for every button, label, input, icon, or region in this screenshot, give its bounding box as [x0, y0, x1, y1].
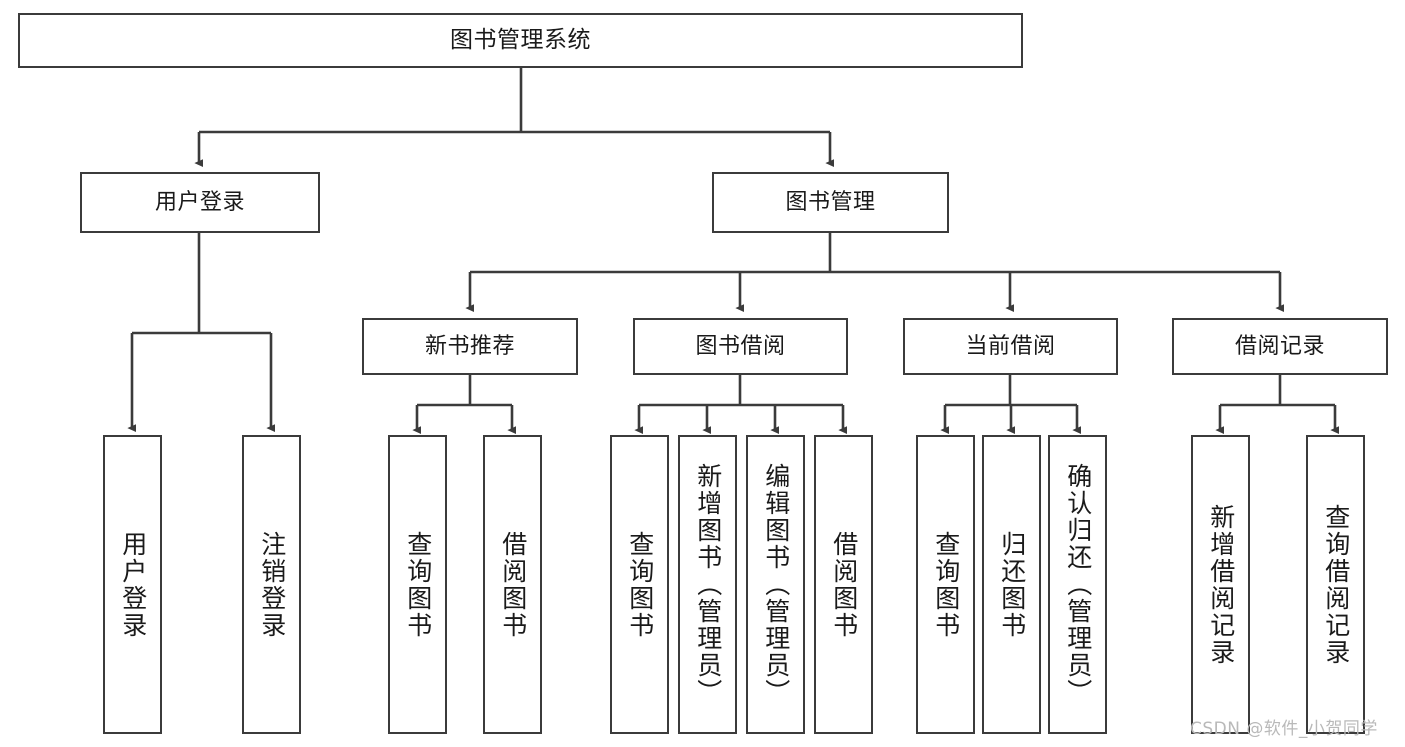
node-leaf-user-login[interactable]: 用户登录 — [103, 435, 162, 734]
node-label: 用户登录 — [118, 530, 148, 639]
node-label: 查询借阅记录 — [1321, 503, 1351, 666]
node-label: 新书推荐 — [424, 333, 515, 359]
node-borrow-record[interactable]: 借阅记录 — [1172, 318, 1388, 375]
node-leaf-query-book-borrow[interactable]: 查询图书 — [610, 435, 669, 734]
node-label: 借阅图书 — [829, 530, 859, 639]
node-leaf-add-book-admin[interactable]: 新增图书（管理员） — [678, 435, 737, 734]
csdn-watermark: CSDN @软件_小贺同学 — [1190, 719, 1378, 739]
node-leaf-query-borrow-record[interactable]: 查询借阅记录 — [1306, 435, 1365, 734]
node-label: 图书管理 — [785, 189, 876, 215]
node-label: 新增图书（管理员） — [693, 463, 723, 706]
node-label: 当前借阅 — [965, 333, 1056, 359]
node-leaf-borrow-book[interactable]: 借阅图书 — [814, 435, 873, 734]
node-leaf-confirm-return-admin[interactable]: 确认归还（管理员） — [1048, 435, 1107, 734]
node-leaf-query-book-current[interactable]: 查询图书 — [916, 435, 975, 734]
node-label: 借阅图书 — [498, 530, 528, 639]
node-label: 借阅记录 — [1234, 333, 1325, 359]
node-label: 编辑图书（管理员） — [761, 463, 791, 706]
node-book-borrow[interactable]: 图书借阅 — [633, 318, 848, 375]
node-label: 查询图书 — [931, 530, 961, 639]
node-book-management[interactable]: 图书管理 — [712, 172, 949, 233]
node-leaf-logout[interactable]: 注销登录 — [242, 435, 301, 734]
node-label: 确认归还（管理员） — [1063, 463, 1093, 706]
node-leaf-edit-book-admin[interactable]: 编辑图书（管理员） — [746, 435, 805, 734]
node-new-book-recommend[interactable]: 新书推荐 — [362, 318, 578, 375]
node-label: 图书借阅 — [695, 333, 786, 359]
node-label: 用户登录 — [154, 189, 245, 215]
node-label: 图书管理系统 — [450, 26, 591, 53]
node-leaf-borrow-book-recommend[interactable]: 借阅图书 — [483, 435, 542, 734]
node-label: 查询图书 — [625, 530, 655, 639]
node-leaf-add-borrow-record[interactable]: 新增借阅记录 — [1191, 435, 1250, 734]
node-leaf-return-book[interactable]: 归还图书 — [982, 435, 1041, 734]
node-current-borrow[interactable]: 当前借阅 — [903, 318, 1118, 375]
node-root-system[interactable]: 图书管理系统 — [18, 13, 1023, 68]
node-label: 查询图书 — [403, 530, 433, 639]
node-label: 归还图书 — [997, 530, 1027, 639]
node-user-login[interactable]: 用户登录 — [80, 172, 320, 233]
node-leaf-query-book-recommend[interactable]: 查询图书 — [388, 435, 447, 734]
node-label: 新增借阅记录 — [1206, 503, 1236, 666]
node-label: 注销登录 — [257, 530, 287, 639]
